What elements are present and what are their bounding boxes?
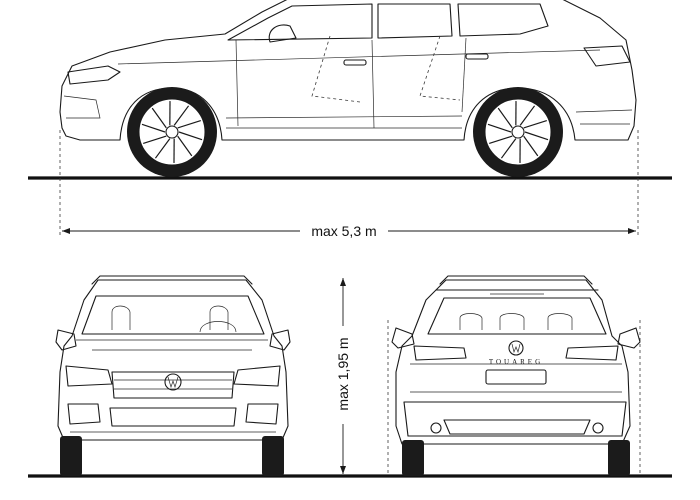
- front-mirror-left: [55, 329, 77, 351]
- rear-vw-logo-mark: [511, 343, 521, 354]
- wheel-spoke: [519, 105, 536, 126]
- rear-plate-area: [485, 369, 547, 385]
- height-dimension: max 1,95 m: [335, 278, 351, 474]
- side-front-grille: [63, 95, 101, 119]
- rear-diffuser: [443, 419, 591, 435]
- length-arrow-right: [628, 228, 636, 234]
- height-label: max 1,95 m: [335, 337, 351, 410]
- side-rear-bumper: [575, 109, 633, 125]
- height-arrow-top: [340, 278, 346, 286]
- front-wheel-spokes: [141, 101, 203, 163]
- rear-hatch-line: [410, 363, 622, 393]
- rear-taillight-left: [413, 345, 467, 361]
- wheel-spoke: [497, 107, 513, 129]
- side-window-rear: [377, 3, 453, 39]
- wheel-spoke: [487, 123, 512, 133]
- rear-window-headrests: [459, 313, 573, 330]
- rear-tire-right: [608, 440, 630, 476]
- side-headlight: [67, 65, 121, 85]
- rear-bumper: [403, 401, 627, 437]
- front-headlight-left: [65, 365, 113, 387]
- height-arrow-bottom: [340, 466, 346, 474]
- front-seat-left: [111, 305, 131, 330]
- wheel-spoke: [173, 105, 190, 126]
- wheel-spoke: [143, 135, 167, 145]
- rear-window: [427, 297, 607, 335]
- rear-roof-rail: [439, 275, 593, 285]
- wheel-spoke: [151, 107, 167, 129]
- front-grille: [111, 371, 235, 399]
- wheel-spoke: [500, 138, 517, 159]
- front-windshield: [81, 295, 265, 335]
- wheel-spoke: [523, 119, 547, 129]
- front-tire-right: [262, 436, 284, 476]
- rear-door-outline: [461, 37, 467, 113]
- wheel-spoke: [178, 131, 203, 141]
- side-front-wheel: [127, 87, 217, 177]
- front-roof-rail: [91, 275, 253, 285]
- rear-tire-left: [402, 440, 424, 476]
- length-label: max 5,3 m: [311, 223, 376, 239]
- rear-door-handle: [465, 53, 489, 60]
- wheel-spoke: [177, 119, 201, 129]
- wheel-spoke: [489, 135, 513, 145]
- rear-model-badge: TOUAREG: [489, 358, 543, 366]
- front-lower-grille: [109, 407, 237, 427]
- length-arrow-left: [62, 228, 70, 234]
- rear-taillight-right: [565, 345, 619, 361]
- front-vw-logo: [164, 373, 182, 391]
- front-door-handle: [343, 59, 367, 66]
- front-intake-left: [67, 403, 101, 425]
- front-tire-left: [60, 436, 82, 476]
- side-sill-line-2: [225, 115, 463, 119]
- front-door-outline: [235, 39, 375, 129]
- side-window-outline: [227, 3, 373, 41]
- rear-mirror-right: [617, 327, 641, 349]
- rear-vw-logo: [508, 340, 524, 356]
- side-body-outline: [59, 0, 637, 141]
- front-mirror-right: [269, 329, 291, 351]
- rear-exhaust-left: [430, 422, 442, 434]
- side-mirror: [268, 24, 297, 43]
- front-intake-right: [245, 403, 279, 425]
- rear-mirror-left: [391, 327, 415, 349]
- wheel-spoke: [524, 131, 549, 141]
- side-taillight: [583, 45, 631, 67]
- front-seat-ghost: [311, 35, 361, 103]
- wheel-spoke: [177, 135, 193, 157]
- rear-seat-ghost: [419, 35, 461, 101]
- side-rear-wheel: [473, 87, 563, 177]
- side-view: max 5,3 m: [28, 0, 672, 239]
- side-window-quarter: [457, 3, 549, 37]
- front-hood-line: [76, 339, 268, 351]
- rear-wheel-spokes: [487, 101, 549, 163]
- rear-view: TOUAREG: [387, 275, 641, 476]
- wheel-spoke: [141, 123, 166, 133]
- side-character-line: [117, 49, 601, 65]
- front-headlight-right: [233, 365, 281, 387]
- front-steering-wheel: [199, 321, 237, 333]
- front-vw-logo-mark: [167, 376, 179, 389]
- rear-exhaust-right: [592, 422, 604, 434]
- wheel-spoke: [154, 138, 171, 159]
- wheel-spoke: [523, 135, 539, 157]
- front-seat-right: [209, 305, 229, 330]
